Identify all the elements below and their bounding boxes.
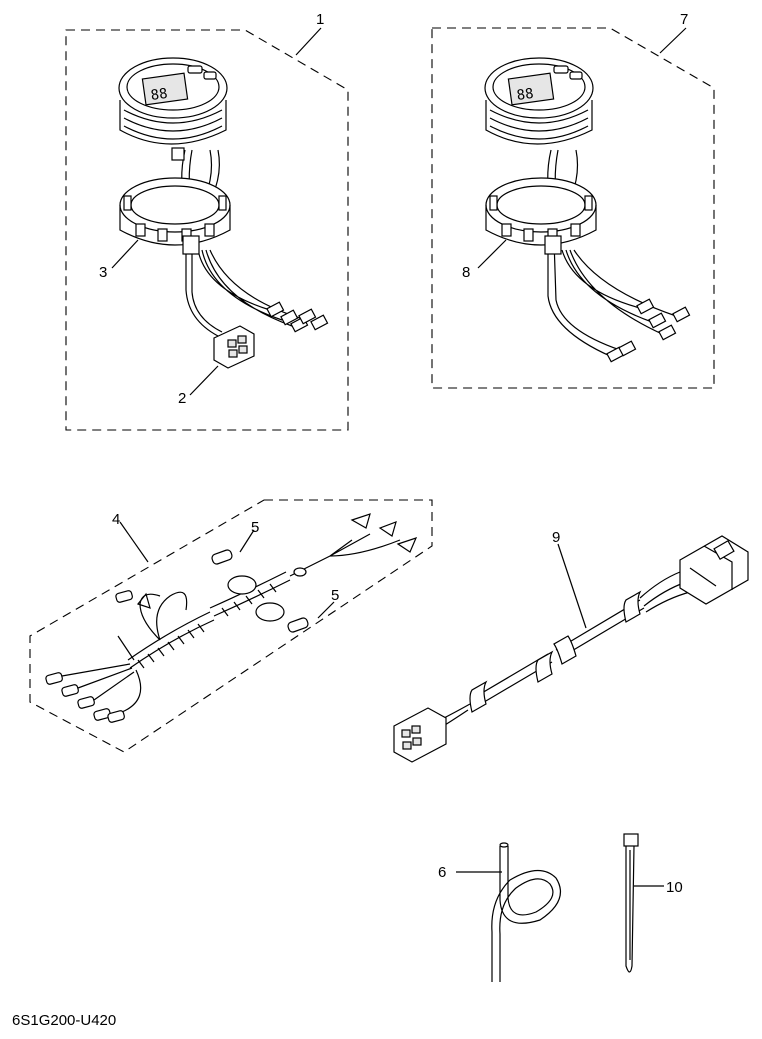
callout-5b: 5 xyxy=(331,587,339,604)
kit-4-boundary xyxy=(29,499,433,753)
callout-labels: 1 2 3 4 5 5 6 7 8 9 10 xyxy=(99,11,688,896)
waterproof-connector-9 xyxy=(679,535,749,605)
callout-2: 2 xyxy=(178,390,186,407)
extension-lead-9 xyxy=(393,535,749,763)
digital-gauge-1: 88 xyxy=(118,57,228,145)
cable-tie-10 xyxy=(623,833,664,973)
callout-10: 10 xyxy=(666,879,683,896)
sleeve-5b xyxy=(287,617,309,633)
svg-text:88: 88 xyxy=(516,86,535,104)
callout-7: 7 xyxy=(680,11,688,28)
callout-1: 1 xyxy=(316,11,324,28)
drawing-code: 6S1G200-U420 xyxy=(12,1012,117,1029)
coupler-2 xyxy=(213,325,255,369)
callout-6: 6 xyxy=(438,864,446,881)
meter-kit-right: 88 xyxy=(431,27,715,389)
kit-1-boundary xyxy=(65,29,349,431)
retaining-nut-8 xyxy=(485,177,597,246)
retaining-nut-3 xyxy=(119,177,231,246)
callout-8: 8 xyxy=(462,264,470,281)
digital-gauge-7: 88 xyxy=(484,57,594,145)
bullet-terminals-1 xyxy=(266,301,329,333)
sub-harness-4 xyxy=(29,499,433,753)
meter-kit-left: 88 xyxy=(65,27,349,431)
svg-text:88: 88 xyxy=(150,86,169,104)
callout-4: 4 xyxy=(112,511,120,528)
wire-loop-6 xyxy=(456,842,561,982)
sleeve-5a xyxy=(211,549,233,565)
callout-5a: 5 xyxy=(251,519,259,536)
callout-3: 3 xyxy=(99,264,107,281)
callout-9: 9 xyxy=(552,529,560,546)
bullet-terminals-7 xyxy=(606,298,691,363)
